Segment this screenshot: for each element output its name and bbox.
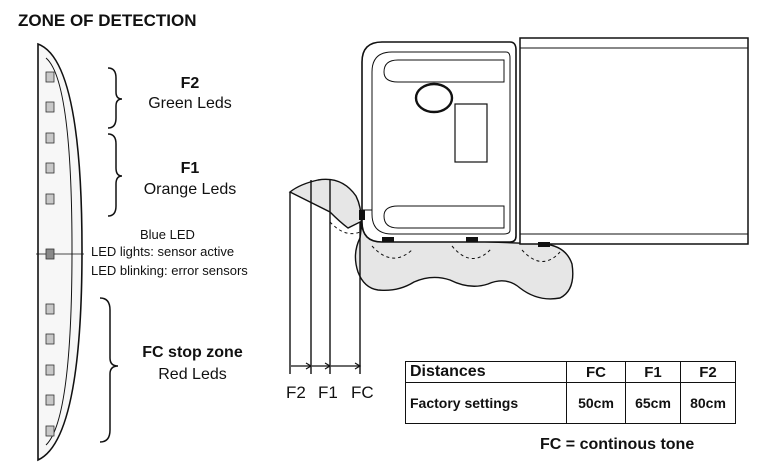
zone-f2-name: F2 [180,75,200,92]
led [45,193,55,205]
distance-label-f1: F1 [318,383,338,402]
blue-led-line2: LED blinking: error sensors [91,263,248,278]
brace-f2 [107,67,123,129]
led [45,303,55,315]
brace-f1 [107,133,123,217]
diagram-title: ZONE OF DETECTION [18,11,197,30]
led [45,364,55,376]
led [45,162,55,174]
zone-f1-name: F1 [180,160,200,177]
vehicle [359,37,749,247]
led [45,101,55,113]
distances-table: Distances FC F1 F2 Factory settings 50cm… [405,361,736,424]
zone-f1-leds: Orange Leds [143,181,237,198]
led [45,425,55,437]
distance-label-fc: FC [351,383,374,402]
led [45,132,55,144]
table-header-row: Distances FC F1 F2 [405,361,736,383]
distance-markers [289,180,362,374]
zone-f2-leds: Green Leds [148,95,232,112]
led [45,71,55,83]
zone-fc-leds: Red Leds [158,366,227,383]
table-cell-fc: 50cm [566,382,626,424]
zone-fc-name: FC stop zone [142,344,243,361]
table-header-f1: F1 [625,361,681,383]
table-row: Factory settings 50cm 65cm 80cm [405,382,736,424]
blue-led-title: Blue LED [140,227,195,242]
table-cell-f2: 80cm [680,382,736,424]
led [45,394,55,406]
led-strip [36,42,84,462]
blue-led [45,248,55,260]
distance-label-f2: F2 [286,383,306,402]
table-header-fc: FC [566,361,626,383]
table-cell-f1: 65cm [625,382,681,424]
table-row-label: Factory settings [405,382,567,424]
table-header-label: Distances [405,361,567,383]
brace-fc [99,297,119,443]
blue-led-line1: LED lights: sensor active [91,244,235,259]
footnote: FC = continous tone [540,436,695,453]
table-header-f2: F2 [680,361,736,383]
led [45,333,55,345]
